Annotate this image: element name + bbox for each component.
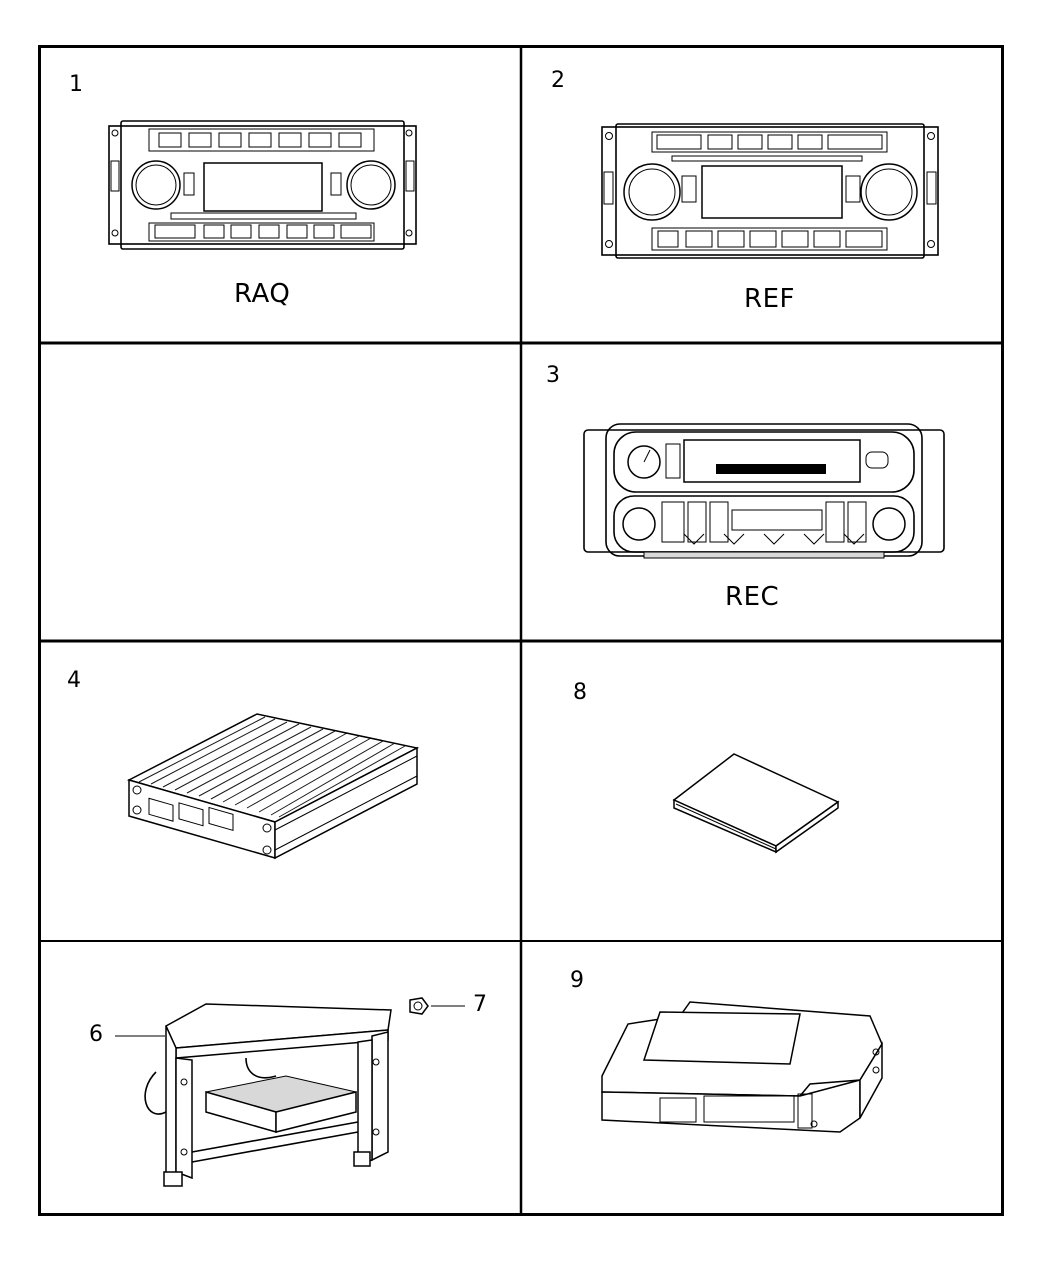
callout-leaders (115, 1005, 465, 1037)
part-number-8: 8 (573, 680, 587, 705)
caption-rec: REC (725, 582, 780, 612)
caption-ref: REF (744, 284, 795, 314)
control-module-icon (601, 1001, 883, 1133)
amplifier-module-icon (126, 713, 420, 860)
part-number-7: 7 (473, 992, 487, 1017)
radio-head-unit-ref-icon (601, 123, 939, 259)
panel-9: 9 (524, 944, 1007, 1216)
bolt-icon (409, 997, 429, 1015)
radio-head-unit-rec-icon (583, 423, 945, 559)
grid-lines (38, 45, 1004, 1216)
panel-empty (41, 346, 524, 644)
radio-head-unit-raq-icon (108, 120, 417, 250)
part-number-9: 9 (570, 968, 584, 993)
part-number-2: 2 (551, 68, 565, 93)
part-number-1: 1 (69, 72, 83, 97)
panel-1: 1 (41, 48, 524, 346)
panel-6-7: 6 7 (41, 944, 524, 1216)
panel-4: 4 (41, 644, 524, 944)
manual-booklet-icon (672, 753, 840, 854)
parts-diagram-grid: 1 (38, 45, 1004, 1216)
part-number-6: 6 (89, 1022, 103, 1047)
caption-raq: RAQ (234, 279, 291, 309)
panel-2: 2 (524, 48, 1007, 346)
panel-3: 3 REC (524, 346, 1007, 644)
mounting-bracket-icon (144, 1003, 392, 1187)
part-number-4: 4 (67, 668, 81, 693)
part-number-3: 3 (546, 363, 560, 388)
panel-8: 8 (524, 644, 1007, 944)
